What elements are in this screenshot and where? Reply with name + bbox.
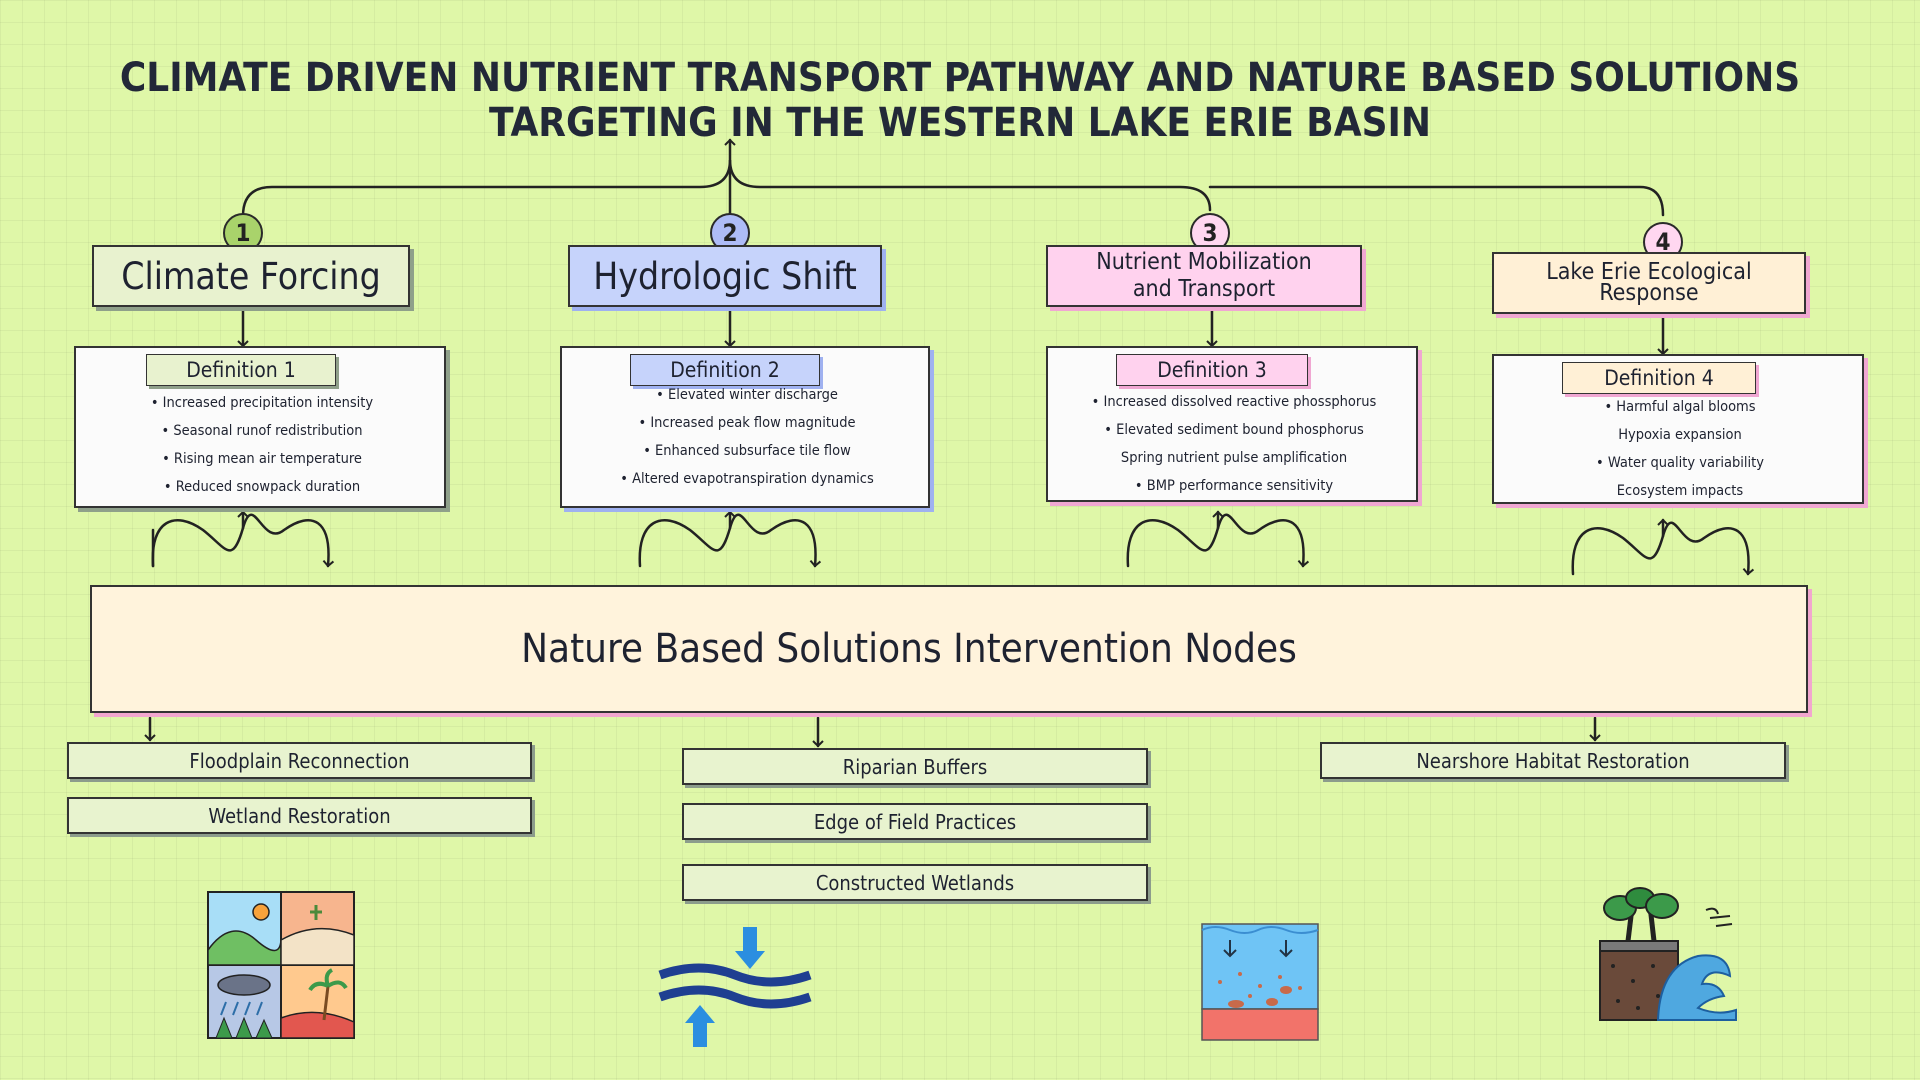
tree-connector [241,159,1212,218]
definition-list: • Increased precipitation intensity • Se… [76,389,448,501]
climate-seasons-icon [207,891,355,1039]
definition-item: • Increased precipitation intensity [150,395,374,411]
nbs-title: Nature Based Solutions Intervention Node… [521,626,1297,672]
definition-item: • Increased dissolved reactive phossphor… [1091,394,1377,410]
definition-item: • Increased peak flow magnitude [638,415,856,431]
nbs-option-floodplain: Floodplain Reconnection [67,742,532,779]
water-flow-icon [658,927,812,1047]
definition-label: Definition 1 [146,354,336,386]
definition-item: • Elevated sediment bound phosphorus [1104,422,1364,438]
definition-item: • Harmful algal blooms [1604,399,1756,415]
stage-label: Climate Forcing [121,254,381,298]
stage-lake-erie-response: Lake Erie Ecological Response [1492,252,1806,314]
coastal-erosion-icon [1599,887,1737,1021]
tree-connector [1208,185,1665,217]
definition-box-4: Definition 4 • Harmful algal blooms Hypo… [1492,354,1864,504]
page-title: CLIMATE DRIVEN NUTRIENT TRANSPORT PATHWA… [119,55,1801,146]
definition-list: • Elevated winter discharge • Increased … [562,381,932,493]
definition-label: Definition 2 [630,354,820,386]
nbs-option-edge-of-field: Edge of Field Practices [682,803,1148,840]
definition-label: Definition 3 [1116,354,1308,386]
nbs-option-nearshore: Nearshore Habitat Restoration [1320,742,1786,779]
stage-label: Lake Erie Ecological Response [1546,259,1752,306]
definition-item: • Seasonal runof redistribution [161,423,363,439]
definition-box-1: Definition 1 • Increased precipitation i… [74,346,446,508]
nbs-intervention-box: Nature Based Solutions Intervention Node… [90,585,1808,713]
definition-item: • Rising mean air temperature [162,451,362,467]
definition-box-2: Definition 2 • Elevated winter discharge… [560,346,930,508]
definition-item: • Enhanced subsurface tile flow [643,443,851,459]
definition-item: • BMP performance sensitivity [1134,478,1334,494]
definition-item: Hypoxia expansion [1618,427,1742,443]
definition-item: • Water quality variability [1596,455,1764,471]
definition-item: Ecosystem impacts [1616,483,1744,499]
stage-label: Hydrologic Shift [593,254,857,298]
stage-label: Nutrient Mobilization and Transport [1096,249,1312,302]
stage-climate-forcing: Climate Forcing [92,245,410,307]
definition-item: • Elevated winter discharge [656,387,838,403]
definition-list: • Increased dissolved reactive phossphor… [1048,388,1420,500]
definition-item: • Altered evapotranspiration dynamics [620,471,874,487]
wavy-arrows [151,510,1755,576]
nbs-option-constructed-wetlands: Constructed Wetlands [682,864,1148,901]
definition-label: Definition 4 [1562,362,1756,394]
stage-hydrologic-shift: Hydrologic Shift [568,245,882,307]
stage-nutrient-mobilization: Nutrient Mobilization and Transport [1046,245,1362,307]
definition-item: Spring nutrient pulse amplification [1120,450,1348,466]
sediment-water-icon [1201,923,1319,1041]
nbs-option-wetland: Wetland Restoration [67,797,532,834]
definition-box-3: Definition 3 • Increased dissolved react… [1046,346,1418,502]
nbs-option-riparian: Riparian Buffers [682,748,1148,785]
definition-list: • Harmful algal blooms Hypoxia expansion… [1494,393,1866,505]
definition-item: • Reduced snowpack duration [163,479,361,495]
